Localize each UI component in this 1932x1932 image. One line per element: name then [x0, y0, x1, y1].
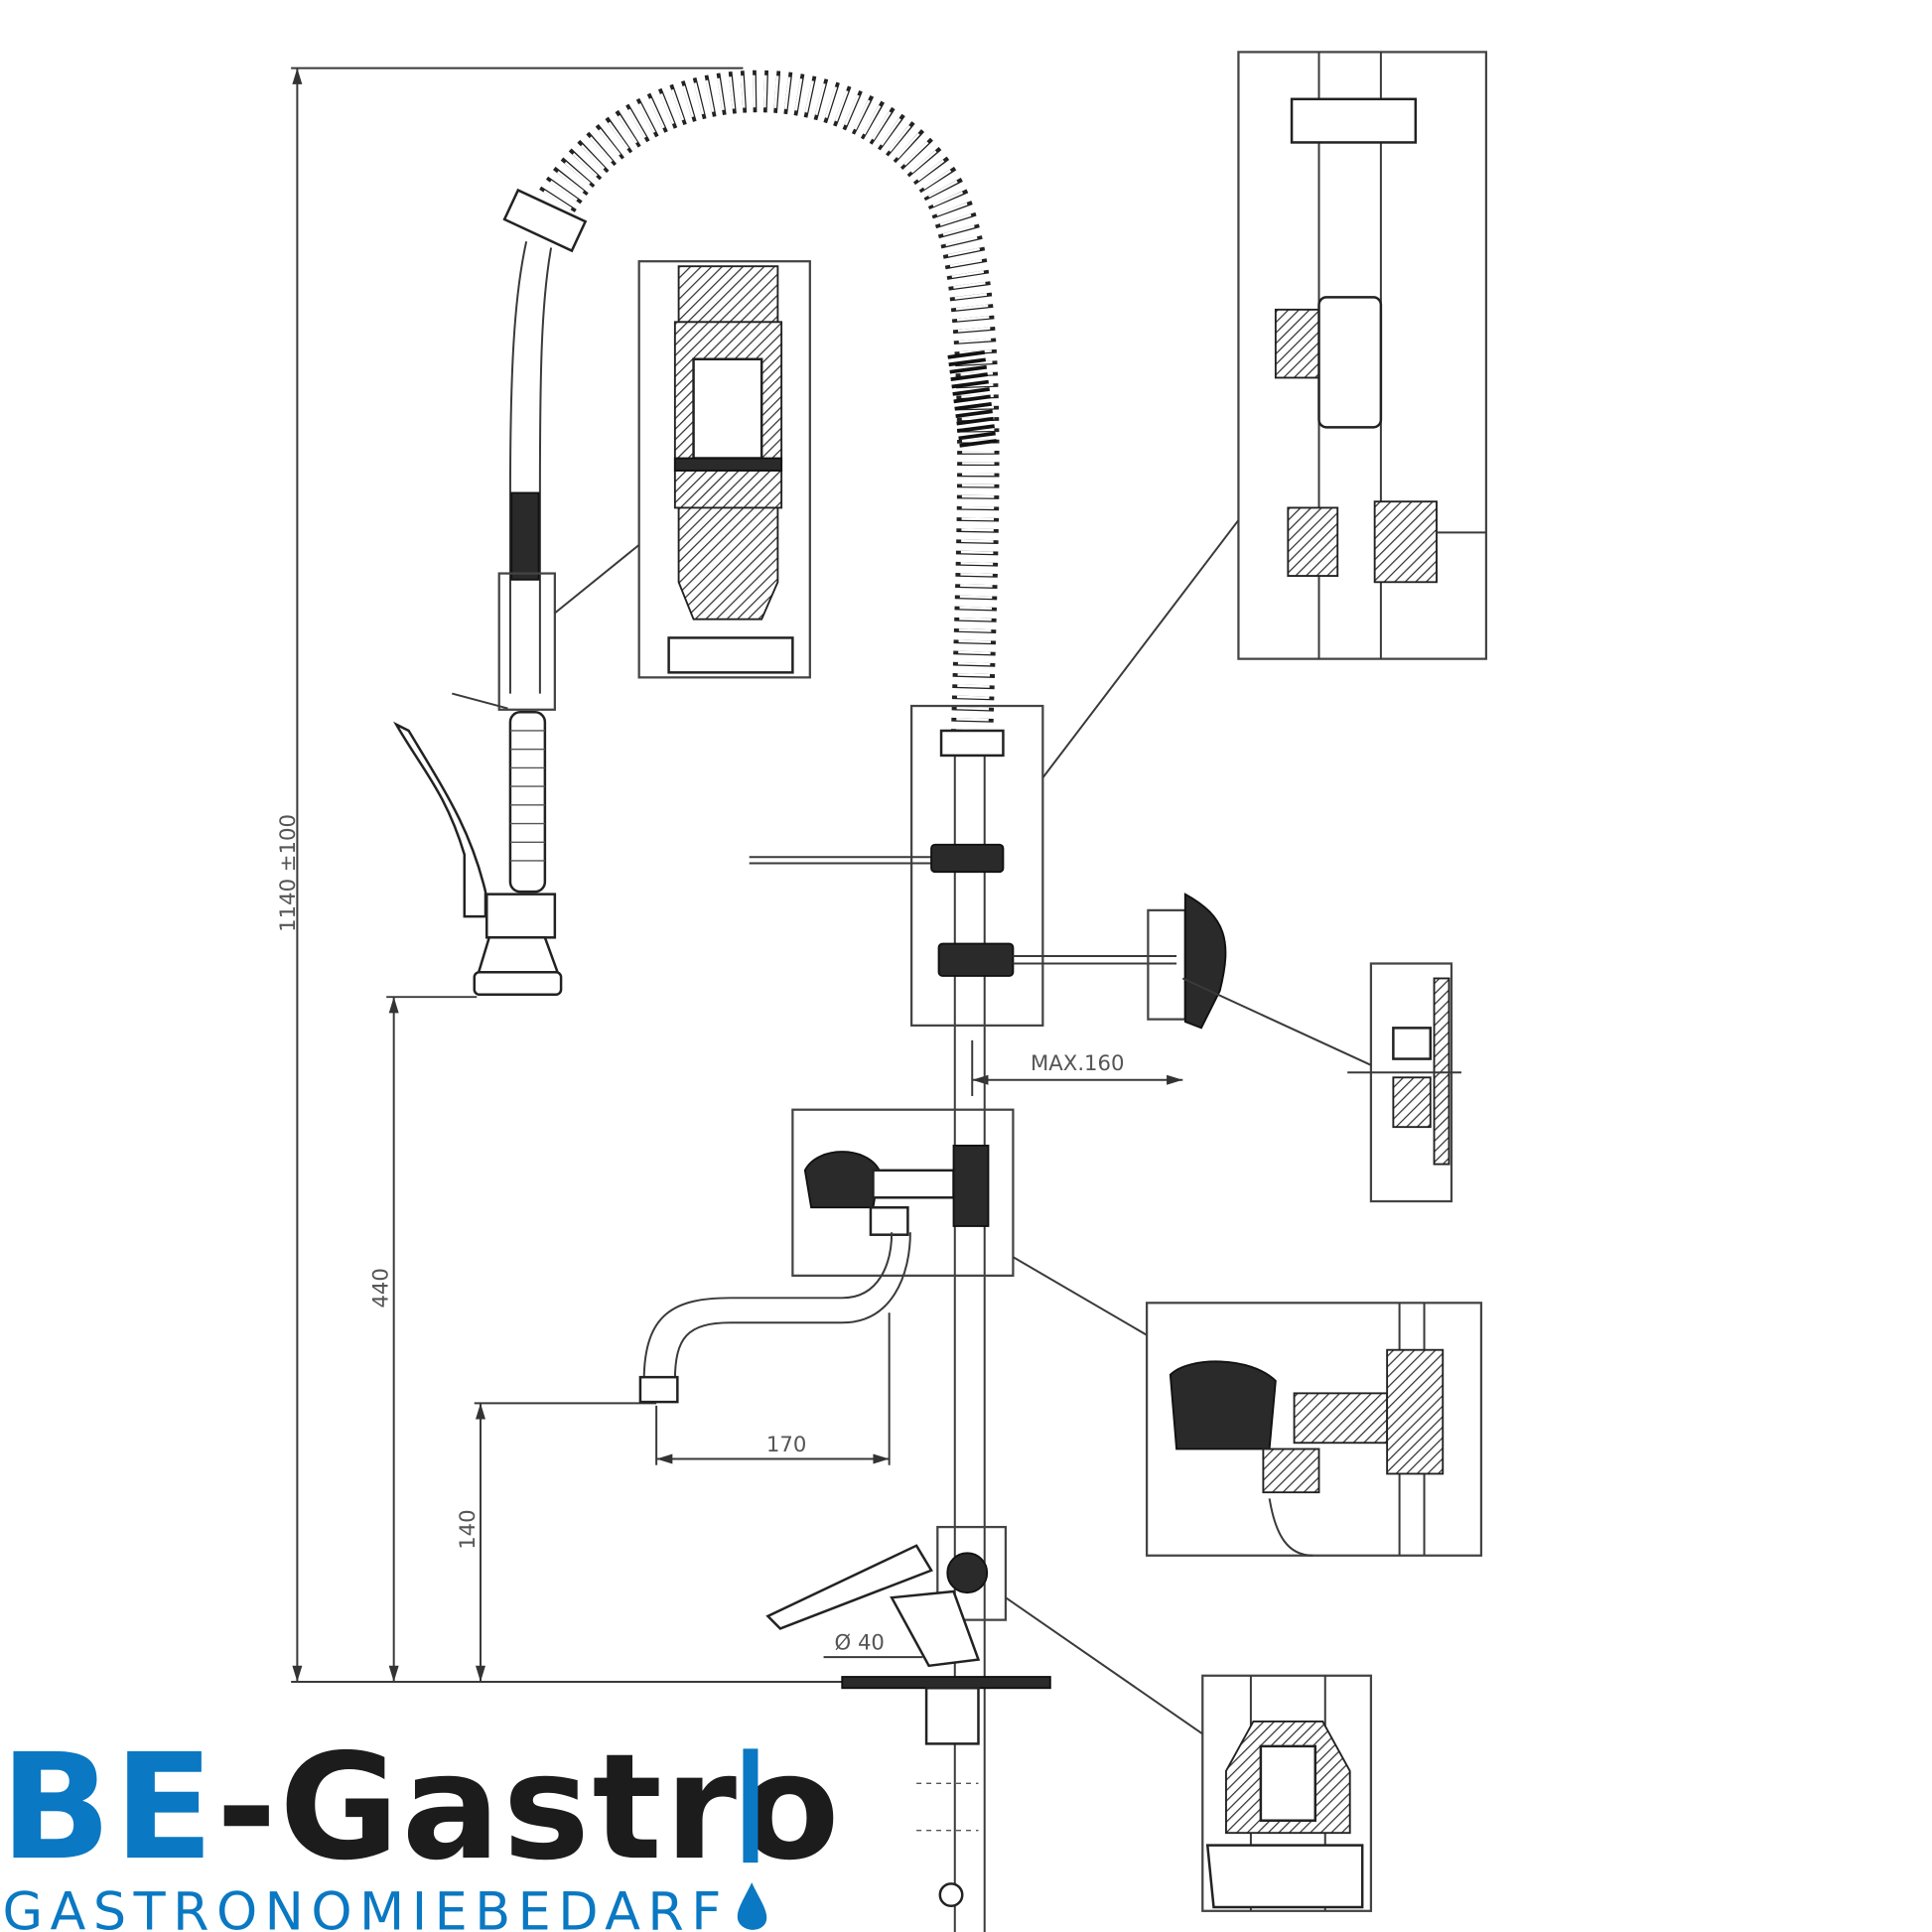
spray-head	[393, 572, 563, 996]
detail-spray-connector	[554, 260, 811, 679]
brand-logo: BE-Gastro GASTRONOMIEBEDARF	[0, 1722, 842, 1932]
hose	[508, 241, 553, 694]
dimension-max-arm: MAX.160	[971, 1039, 1183, 1096]
dimension-label-total: 1140 ±100	[275, 814, 300, 932]
wall-bracket	[749, 704, 1227, 1030]
dimension-spout-reach: 170	[655, 1312, 891, 1465]
dimension-label-max: MAX.160	[1031, 1050, 1124, 1075]
water-drop-icon	[737, 1882, 767, 1930]
dimension-label-170: 170	[766, 1432, 806, 1456]
dimension-spout-height: 140	[455, 1402, 657, 1683]
lever-valve	[765, 1525, 1051, 1908]
dimension-hole-diameter: Ø 40	[823, 1630, 923, 1659]
dimension-total-height: 1140 ±100	[275, 67, 744, 1683]
dimension-label-440: 440	[367, 1268, 392, 1308]
spout-valve	[638, 1108, 1015, 1404]
logo-bar	[743, 1748, 759, 1863]
detail-spout-valve	[1012, 1256, 1483, 1557]
spring-coil	[502, 69, 1000, 732]
detail-wall-anchor	[1181, 962, 1461, 1203]
dimension-label-diameter: Ø 40	[835, 1630, 885, 1655]
logo-tagline: GASTRONOMIEBEDARF	[2, 1882, 728, 1932]
detail-lever-valve	[1005, 1596, 1373, 1912]
logo-brand-prefix: BE	[0, 1722, 216, 1892]
dimension-label-140: 140	[455, 1509, 480, 1549]
detail-wall-bracket	[1041, 51, 1488, 778]
main-pipe	[953, 743, 986, 1932]
svg-text:BE-Gastro: BE-Gastro	[0, 1722, 842, 1892]
logo-brand-suffix: -Gastro	[216, 1722, 842, 1892]
dimension-spray-height: 440	[367, 996, 478, 1683]
